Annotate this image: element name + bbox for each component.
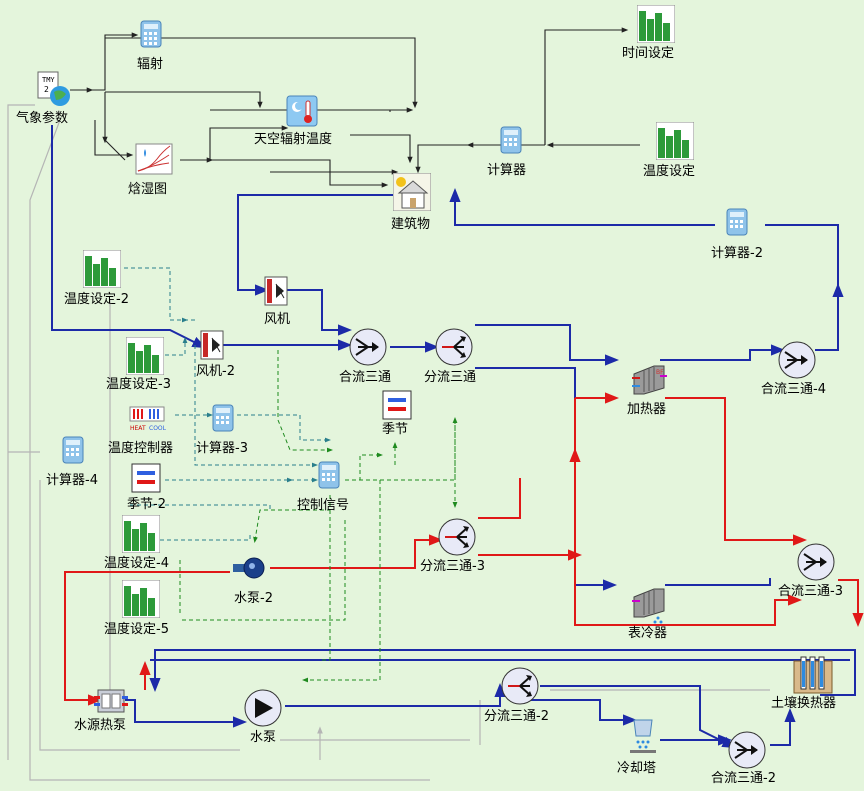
schedule-bars-icon[interactable]: [655, 121, 695, 161]
schedule-bars-icon[interactable]: [121, 579, 161, 619]
sky-temp-label: 天空辐射温度: [254, 132, 333, 147]
svg-text:2: 2: [44, 85, 49, 94]
heating-coil-icon[interactable]: BF: [630, 362, 668, 396]
whp-label: 水源热泵: [74, 718, 127, 733]
svg-text:BF: BF: [656, 369, 664, 376]
heater-label: 加热器: [627, 402, 667, 417]
water-loop-lines: [125, 649, 856, 749]
merge-tee-icon[interactable]: [348, 327, 388, 367]
split-tee-icon[interactable]: [434, 327, 474, 367]
merge-tee-icon[interactable]: [777, 340, 817, 380]
calculator-icon[interactable]: [140, 20, 162, 48]
cooling-tower-label: 冷却塔: [617, 761, 657, 776]
pump-label: 水泵: [250, 730, 277, 745]
schedule-bars-icon[interactable]: [125, 336, 165, 376]
season-label: 季节: [382, 422, 409, 437]
merge-tee-icon[interactable]: [796, 542, 836, 582]
time-set-label: 时间设定: [622, 46, 675, 61]
temp-set4-label: 温度设定-4: [104, 556, 169, 571]
fan-icon[interactable]: [264, 276, 288, 306]
pump-icon[interactable]: [243, 688, 283, 728]
split-tee-icon[interactable]: [437, 517, 477, 557]
schedule-bars-icon[interactable]: [121, 514, 161, 554]
calculator-icon[interactable]: [726, 208, 748, 236]
inactive-links: [7, 104, 770, 781]
teal-control-lines: [110, 267, 331, 541]
season2-label: 季节-2: [127, 497, 166, 512]
svg-text:HEAT: HEAT: [130, 425, 146, 432]
merge2-label: 合流三通-2: [711, 771, 776, 786]
split-tee-icon[interactable]: [500, 666, 540, 706]
calc3-label: 计算器-3: [196, 441, 248, 456]
merge3-label: 合流三通-3: [778, 584, 843, 599]
fan-icon[interactable]: [200, 330, 224, 360]
split3-label: 分流三通-3: [420, 559, 485, 574]
radiation-label: 辐射: [137, 57, 164, 72]
fan-label: 风机: [264, 312, 291, 327]
fan2-label: 风机-2: [196, 364, 235, 379]
season-switch-icon[interactable]: [131, 463, 161, 493]
temp-set2-label: 温度设定-2: [64, 292, 129, 307]
psychro-label: 焓湿图: [128, 182, 168, 197]
split-label: 分流三通: [424, 370, 477, 385]
green-control-lines: [179, 350, 458, 683]
ground-heat-exchanger-icon[interactable]: [793, 655, 833, 695]
water-source-heat-pump-icon[interactable]: [92, 684, 128, 716]
temp-set5-label: 温度设定-5: [104, 622, 169, 637]
calc4-label: 计算器-4: [46, 473, 98, 488]
weather-label: 气象参数: [16, 111, 69, 126]
soil-hx-label: 土壤换热器: [771, 696, 837, 711]
split2-label: 分流三通-2: [484, 709, 549, 724]
ctrl-signal-label: 控制信号: [297, 498, 350, 513]
merge-tee-icon[interactable]: [727, 730, 767, 770]
temp-set3-label: 温度设定-3: [106, 377, 171, 392]
svg-text:COOL: COOL: [149, 425, 166, 432]
psychrometric-chart-icon[interactable]: [135, 143, 173, 175]
season-switch-icon[interactable]: [382, 390, 412, 420]
cooling-tower-icon[interactable]: [626, 718, 660, 754]
merge-label: 合流三通: [339, 370, 392, 385]
calc-label: 计算器: [487, 163, 527, 178]
svg-text:TMY: TMY: [42, 76, 55, 84]
sky-temperature-icon[interactable]: [286, 95, 318, 127]
cooling-coil-icon[interactable]: [630, 585, 668, 625]
schedule-bars-icon[interactable]: [636, 4, 676, 44]
calculator-icon[interactable]: [62, 436, 84, 464]
cooler-label: 表冷器: [628, 626, 668, 641]
hot-water-lines: [64, 392, 864, 706]
calculator-icon[interactable]: [318, 461, 340, 489]
calculator-icon[interactable]: [212, 404, 234, 432]
building-icon[interactable]: [392, 172, 432, 212]
building-label: 建筑物: [391, 217, 431, 232]
merge4-label: 合流三通-4: [761, 382, 826, 397]
pump-icon[interactable]: [232, 556, 266, 580]
temp-set-label: 温度设定: [643, 164, 696, 179]
calculator-icon[interactable]: [500, 126, 522, 154]
temp-ctrl-label: 温度控制器: [108, 441, 174, 456]
weather-signal-lines: [70, 27, 640, 188]
schedule-bars-icon[interactable]: [82, 249, 122, 289]
pump2-label: 水泵-2: [234, 591, 273, 606]
calc2-label: 计算器-2: [711, 246, 763, 261]
